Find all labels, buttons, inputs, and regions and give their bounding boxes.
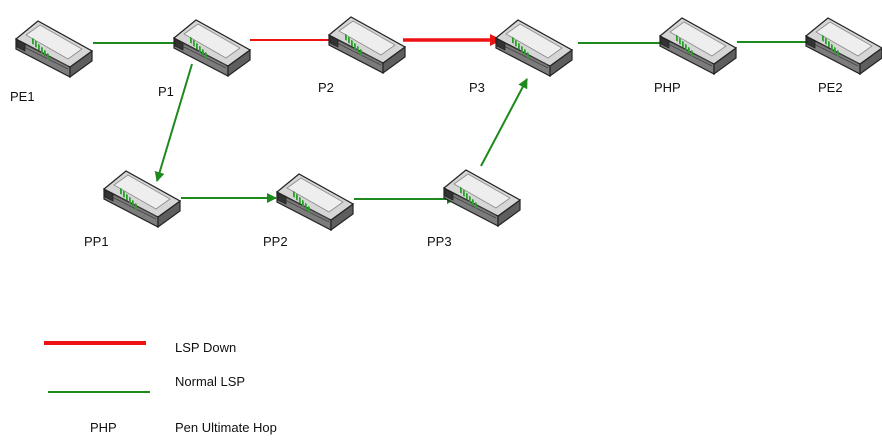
legend-php-definition: Pen Ultimate Hop xyxy=(175,420,277,435)
router-pe1 xyxy=(14,20,94,79)
router-pp1 xyxy=(102,170,182,229)
legend-normal-label: Normal LSP xyxy=(175,374,245,389)
router-label-pe1: PE1 xyxy=(10,89,35,104)
links-layer xyxy=(93,34,825,204)
legend: LSP Down Normal LSP PHP Pen Ultimate Hop xyxy=(44,340,277,435)
router-label-p3: P3 xyxy=(469,80,485,95)
router-label-p1: P1 xyxy=(158,84,174,99)
legend-down-label: LSP Down xyxy=(175,340,236,355)
router-pp2 xyxy=(275,173,355,232)
router-label-p2: P2 xyxy=(318,80,334,95)
router-p3 xyxy=(494,19,574,78)
router-label-pp3: PP3 xyxy=(427,234,452,249)
router-p2 xyxy=(327,16,407,75)
router-label-pp2: PP2 xyxy=(263,234,288,249)
router-p1 xyxy=(172,19,252,78)
link-p1-pp1 xyxy=(154,63,193,182)
router-label-pe2: PE2 xyxy=(818,80,843,95)
router-label-pp1: PP1 xyxy=(84,234,109,249)
legend-php-term: PHP xyxy=(90,420,117,435)
link-pp3-p3 xyxy=(480,78,528,167)
router-label-php: PHP xyxy=(654,80,681,95)
router-pe2 xyxy=(804,17,882,76)
router-pp3 xyxy=(442,169,522,228)
router-php xyxy=(658,17,738,76)
